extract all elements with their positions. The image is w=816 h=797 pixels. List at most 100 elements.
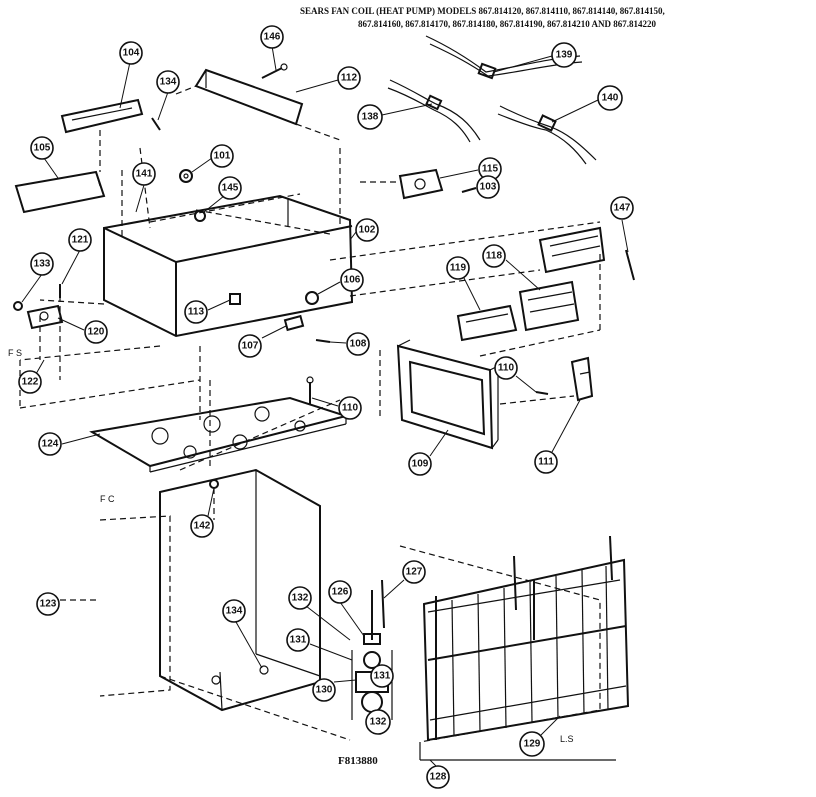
callout-113: 113 xyxy=(184,299,231,324)
svg-text:131: 131 xyxy=(374,671,391,682)
svg-text:123: 123 xyxy=(40,599,57,610)
svg-text:139: 139 xyxy=(556,50,573,61)
drawing-code: F813880 xyxy=(338,755,378,767)
callout-110a: 110 xyxy=(311,396,362,420)
svg-text:134: 134 xyxy=(160,77,177,88)
svg-text:115: 115 xyxy=(482,164,499,175)
svg-text:130: 130 xyxy=(316,685,333,696)
callout-104: 104 xyxy=(119,41,143,109)
part-wire-harness-140 xyxy=(497,105,597,165)
svg-text:103: 103 xyxy=(480,182,497,193)
svg-text:105: 105 xyxy=(34,143,51,154)
part-side-panel-123 xyxy=(60,515,171,697)
callout-112: 112 xyxy=(295,66,361,93)
header-models-line2: 867.814160, 867.814170, 867.814180, 867.… xyxy=(358,19,657,29)
svg-text:128: 128 xyxy=(430,772,447,783)
part-screw-110a xyxy=(306,376,314,404)
svg-text:147: 147 xyxy=(614,203,631,214)
part-relay-board-119 xyxy=(456,304,518,342)
svg-text:145: 145 xyxy=(222,183,239,194)
part-screw-110b xyxy=(535,391,549,395)
part-screw-133 xyxy=(13,301,23,311)
ref-mark-fs: F S xyxy=(8,348,22,358)
callout-130: 130 xyxy=(312,678,357,702)
part-wire-harness-138 xyxy=(387,79,481,143)
callout-145: 145 xyxy=(203,176,242,213)
svg-text:134: 134 xyxy=(226,606,243,617)
callout-111: 111 xyxy=(534,399,581,474)
svg-text:126: 126 xyxy=(332,587,349,598)
part-relay-board-118 xyxy=(518,226,606,332)
svg-text:131: 131 xyxy=(290,635,307,646)
part-screw-134 xyxy=(151,117,161,131)
ref-mark-ls: L.S xyxy=(560,734,574,744)
callout-147: 147 xyxy=(610,196,634,253)
callout-132b: 132 xyxy=(365,709,391,735)
svg-text:141: 141 xyxy=(136,169,153,180)
svg-text:146: 146 xyxy=(264,32,281,43)
part-valve-120 xyxy=(26,304,64,330)
callout-101: 101 xyxy=(191,144,234,173)
part-terminal-strip xyxy=(60,98,144,172)
callout-105: 105 xyxy=(30,136,59,179)
callout-131b: 131 xyxy=(370,664,394,688)
callout-123: 123 xyxy=(36,592,60,616)
callout-134: 134 xyxy=(156,70,180,121)
svg-text:122: 122 xyxy=(22,377,39,388)
callout-110b: 110 xyxy=(494,356,537,393)
svg-text:113: 113 xyxy=(188,307,205,318)
svg-text:111: 111 xyxy=(538,457,554,468)
callout-131a: 131 xyxy=(286,628,353,661)
part-pin-127 xyxy=(381,579,385,629)
part-screw-146 xyxy=(261,63,288,79)
callout-139: 139 xyxy=(493,42,577,73)
svg-text:118: 118 xyxy=(486,251,503,262)
part-screw-108 xyxy=(315,339,331,343)
part-main-housing xyxy=(103,147,354,338)
svg-text:138: 138 xyxy=(362,112,379,123)
svg-text:119: 119 xyxy=(450,263,467,274)
svg-text:133: 133 xyxy=(34,259,51,270)
callout-138: 138 xyxy=(357,103,433,130)
callout-122: 122 xyxy=(18,359,45,394)
svg-text:107: 107 xyxy=(242,341,259,352)
svg-text:109: 109 xyxy=(412,459,429,470)
part-base-plate xyxy=(89,396,350,473)
svg-text:104: 104 xyxy=(123,48,140,59)
callout-141: 141 xyxy=(132,162,156,213)
callout-108: 108 xyxy=(329,332,370,356)
part-relay-115 xyxy=(360,168,444,200)
callout-128: 128 xyxy=(426,759,450,789)
part-control-box-109 xyxy=(396,339,499,450)
part-cover xyxy=(14,170,106,214)
svg-text:132: 132 xyxy=(370,717,387,728)
svg-text:112: 112 xyxy=(341,73,358,84)
svg-text:120: 120 xyxy=(88,327,105,338)
svg-text:106: 106 xyxy=(344,275,361,286)
callout-126: 126 xyxy=(328,580,365,637)
callout-133: 133 xyxy=(21,252,54,303)
part-clamp-113 xyxy=(229,293,241,305)
callout-115: 115 xyxy=(439,157,502,181)
callout-124: 124 xyxy=(38,432,101,456)
callout-107: 107 xyxy=(238,325,287,358)
callout-118: 118 xyxy=(482,244,541,291)
assembly-guide-lines xyxy=(19,221,601,470)
callout-132a: 132 xyxy=(288,586,351,641)
svg-text:142: 142 xyxy=(194,521,211,532)
svg-text:101: 101 xyxy=(214,151,231,162)
svg-text:102: 102 xyxy=(359,225,376,236)
svg-text:140: 140 xyxy=(602,93,619,104)
callout-142: 142 xyxy=(190,487,215,538)
part-valve-stack xyxy=(351,590,393,720)
callout-127: 127 xyxy=(383,560,426,599)
callout-129: 129 xyxy=(519,715,561,757)
callout-121: 121 xyxy=(61,228,92,285)
part-bracket-111 xyxy=(499,356,594,405)
svg-text:132: 132 xyxy=(292,593,309,604)
svg-text:108: 108 xyxy=(350,339,367,350)
callout-109: 109 xyxy=(408,429,449,476)
callout-106: 106 xyxy=(317,268,364,295)
svg-text:121: 121 xyxy=(72,235,89,246)
